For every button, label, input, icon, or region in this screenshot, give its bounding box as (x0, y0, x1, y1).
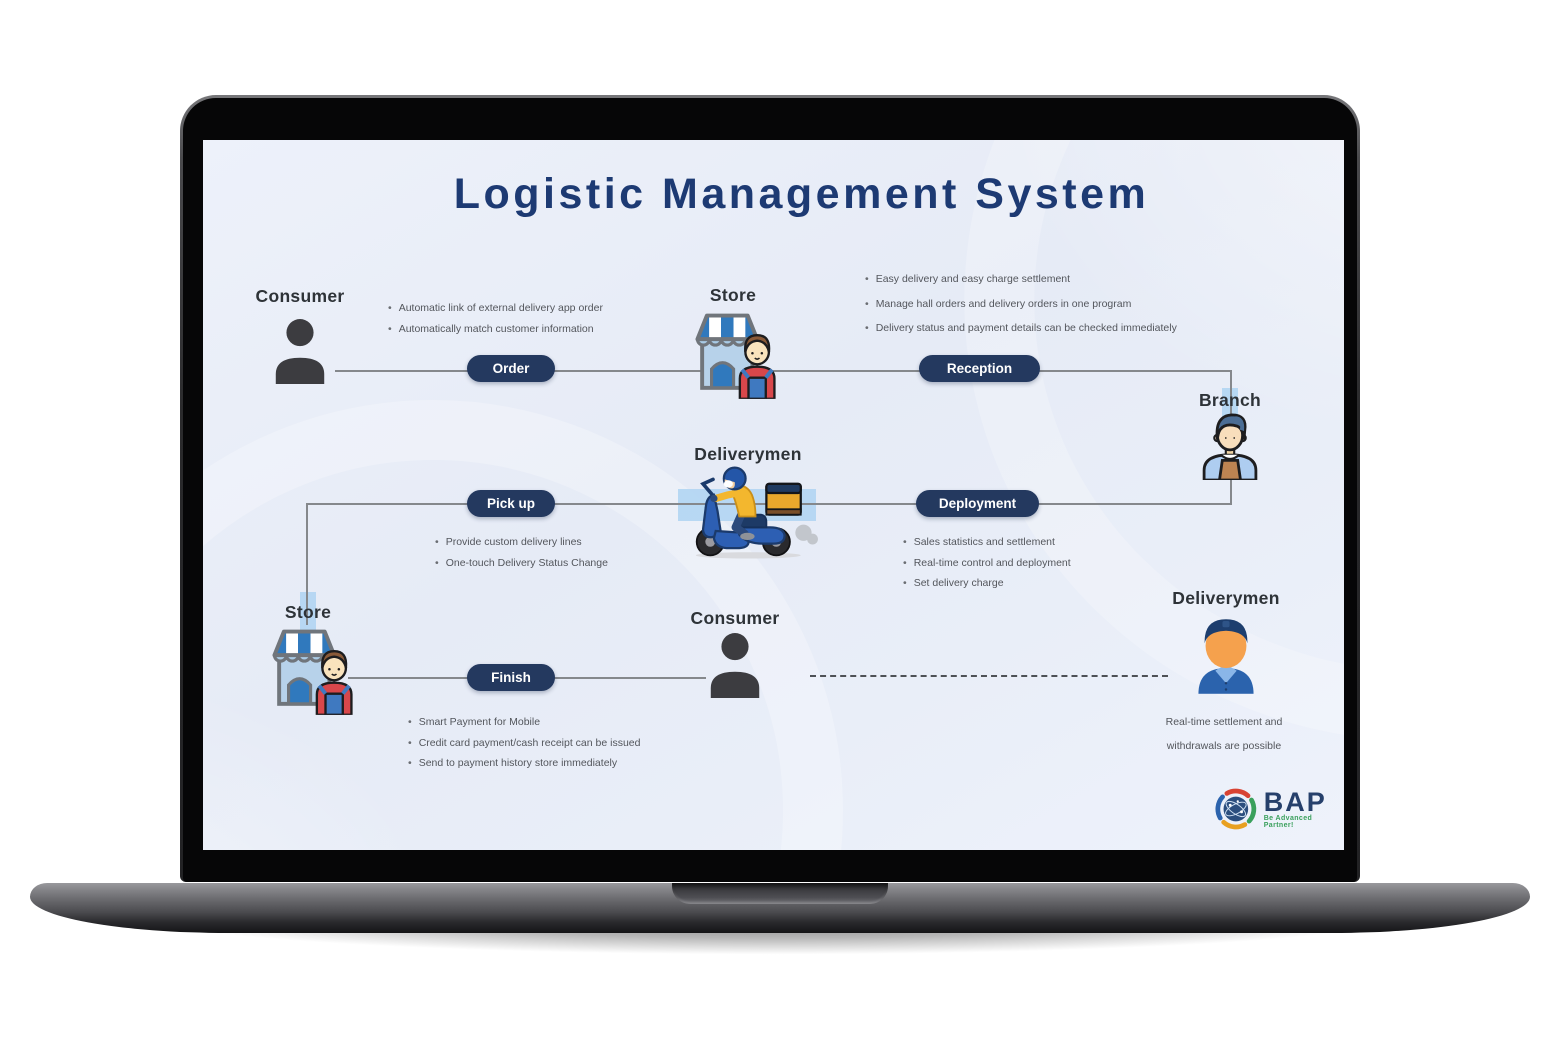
deliverymen-note: Real-time settlement and withdrawals are… (1124, 710, 1324, 758)
bullet-item: Real-time control and deployment (903, 557, 1163, 569)
bullet-item: Automatic link of external delivery app … (388, 302, 638, 314)
pickup-bullets: Provide custom delivery linesOne-touch D… (435, 536, 675, 577)
bullet-item: Manage hall orders and delivery orders i… (865, 298, 1205, 310)
page-title: Logistic Management System (453, 170, 1150, 218)
bullet-item: Send to payment history store immediatel… (408, 757, 668, 769)
note-line-2: withdrawals are possible (1166, 740, 1282, 752)
laptop-lid: Logistic Management System Consumer Auto… (180, 95, 1360, 882)
highlight-band-store (300, 592, 316, 630)
branch-worker-icon (1199, 410, 1261, 480)
order-bullets: Automatic link of external delivery app … (388, 302, 638, 343)
bullet-item: One-touch Delivery Status Change (435, 557, 675, 569)
node-label-branch: Branch (1198, 390, 1262, 410)
bap-wordmark: BAP (1263, 787, 1327, 817)
store-icon (265, 622, 353, 715)
deliveryman-cap-icon (1194, 612, 1258, 694)
bullet-item: Sales statistics and settlement (903, 536, 1163, 548)
step-pill-finish: Finish (467, 664, 555, 691)
laptop-base (30, 883, 1530, 933)
bullet-item: Automatically match customer information (388, 323, 638, 335)
connector-dashed-deliverymen (810, 675, 1168, 677)
bullet-item: Provide custom delivery lines (435, 536, 675, 548)
node-label-consumer-bottom: Consumer (690, 608, 780, 628)
node-label-store-top: Store (709, 285, 757, 305)
store-icon (688, 306, 776, 399)
bap-tagline: Be Advanced Partner! (1263, 815, 1313, 829)
step-pill-deployment: Deployment (916, 490, 1039, 517)
reception-bullets: Easy delivery and easy charge settlement… (865, 273, 1205, 347)
node-label-consumer-top: Consumer (255, 286, 345, 306)
step-pill-order: Order (467, 355, 555, 382)
bullet-item: Smart Payment for Mobile (408, 716, 668, 728)
bullet-item: Credit card payment/cash receipt can be … (408, 737, 668, 749)
connector-store-down (306, 503, 308, 625)
bap-logo: BAP Be Advanced Partner! (1215, 788, 1344, 830)
bap-logo-text: BAP Be Advanced Partner! (1263, 787, 1344, 830)
bap-logo-mark-icon (1215, 788, 1257, 830)
step-pill-reception: Reception (919, 355, 1040, 382)
bullet-item: Delivery status and payment details can … (865, 322, 1205, 334)
deployment-bullets: Sales statistics and settlementReal-time… (903, 536, 1163, 598)
laptop-bezel: Logistic Management System Consumer Auto… (183, 98, 1357, 882)
bullet-item: Set delivery charge (903, 577, 1163, 589)
step-pill-pickup: Pick up (467, 490, 555, 517)
note-line-1: Real-time settlement and (1165, 716, 1283, 728)
bullet-item: Easy delivery and easy charge settlement (865, 273, 1205, 285)
screen: Logistic Management System Consumer Auto… (203, 140, 1344, 850)
laptop-base-notch (672, 883, 888, 904)
delivery-scooter-icon (683, 464, 819, 559)
finish-bullets: Smart Payment for MobileCredit card paym… (408, 716, 668, 778)
consumer-icon (704, 632, 766, 698)
node-label-deliverymen-bottom: Deliverymen (1172, 588, 1280, 608)
connector-consumer-branch (335, 370, 1232, 372)
node-label-store-bottom: Store (284, 602, 332, 622)
node-label-deliverymen-mid: Deliverymen (694, 444, 802, 464)
consumer-icon (269, 318, 331, 384)
